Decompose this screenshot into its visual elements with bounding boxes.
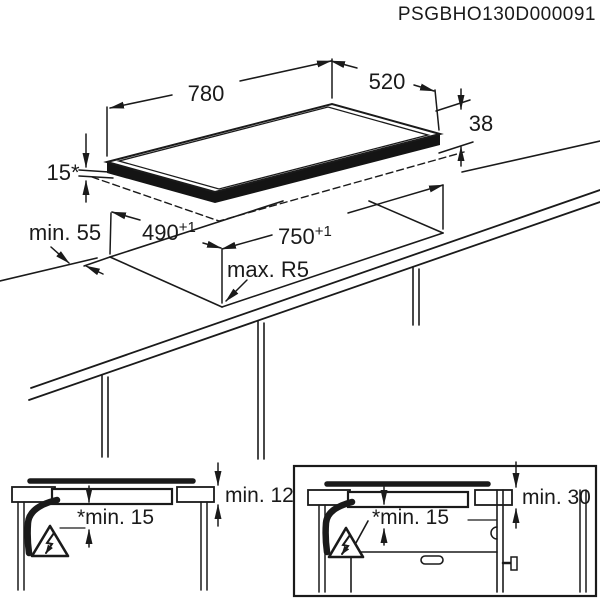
warning-triangle-icon-2 <box>327 526 365 559</box>
hob-hidden-outline <box>91 151 465 222</box>
corner-radius-label: max. R5 <box>227 257 309 282</box>
worktop-right-block <box>176 486 215 503</box>
dim-cutout-width <box>221 184 444 304</box>
detail-right-labels: min. 30 *min. 15 <box>372 486 591 529</box>
worktop-cutout-outline <box>109 200 444 308</box>
detail-right-section <box>292 461 598 598</box>
hob-glass-outer <box>103 102 444 194</box>
ventilation-gap-label: min. 30 <box>522 486 591 509</box>
hob-depth-label: 520 <box>369 69 406 94</box>
clearance-below-label-2: *min. 15 <box>372 506 449 529</box>
cutout-width-tolerance: +1 <box>315 223 332 240</box>
hob-width-label: 780 <box>188 81 225 106</box>
dim-hob-height <box>435 88 474 167</box>
power-cable <box>24 496 61 557</box>
hob-lip-label: 15* <box>46 160 79 185</box>
oven-outline <box>350 489 587 593</box>
worktop-legs <box>101 266 420 460</box>
cabinet-legs <box>17 501 208 591</box>
lightning-bolt-icon <box>45 532 55 554</box>
oven-mount-screw <box>501 556 518 571</box>
worktop-back-edge <box>0 140 600 282</box>
hob-body-profile <box>50 487 174 506</box>
detail-left-labels: min. 12 *min. 15 <box>77 484 294 529</box>
oven-hinge-bump <box>490 526 498 540</box>
warning-triangle-icon <box>30 524 70 558</box>
electrical-warning-symbol-2 <box>327 526 365 559</box>
electrical-warning-symbol <box>30 524 70 558</box>
cutout-width-label: 750+1 <box>278 223 332 249</box>
main-diagram-labels: 780 520 38 15* min. 55 490+1 750+1 max. … <box>29 69 493 282</box>
cutout-depth-label: 490+1 <box>142 219 196 245</box>
hob-top-view <box>103 102 444 203</box>
hob-height-label: 38 <box>469 111 493 136</box>
power-cable-2 <box>322 498 356 556</box>
main-isometric-diagram <box>0 58 600 460</box>
part-number-label: PSGBHO130D000091 <box>398 4 596 25</box>
hob-glass-inner <box>116 106 431 190</box>
oven-handle-slot <box>420 555 444 565</box>
worktop-right-block-2 <box>474 489 513 506</box>
edge-distance-label: min. 55 <box>29 220 101 245</box>
worktop-front-edge <box>28 189 600 401</box>
dim-edge-distance <box>50 246 111 276</box>
lightning-bolt-icon-2 <box>341 534 351 555</box>
hob-body-profile-2 <box>346 490 470 509</box>
dim-hob-lip <box>78 133 114 203</box>
clearance-below-label: *min. 15 <box>77 506 154 529</box>
dim-cutout-depth <box>109 211 222 255</box>
dim-clearance-below-2 <box>380 486 497 546</box>
worktop-thickness-label: min. 12 <box>225 484 294 507</box>
dim-clearance-below <box>59 485 93 548</box>
dim-corner-radius-arrow <box>225 279 248 302</box>
detail-left-section <box>11 462 222 591</box>
cutout-depth-tolerance: +1 <box>179 219 196 236</box>
